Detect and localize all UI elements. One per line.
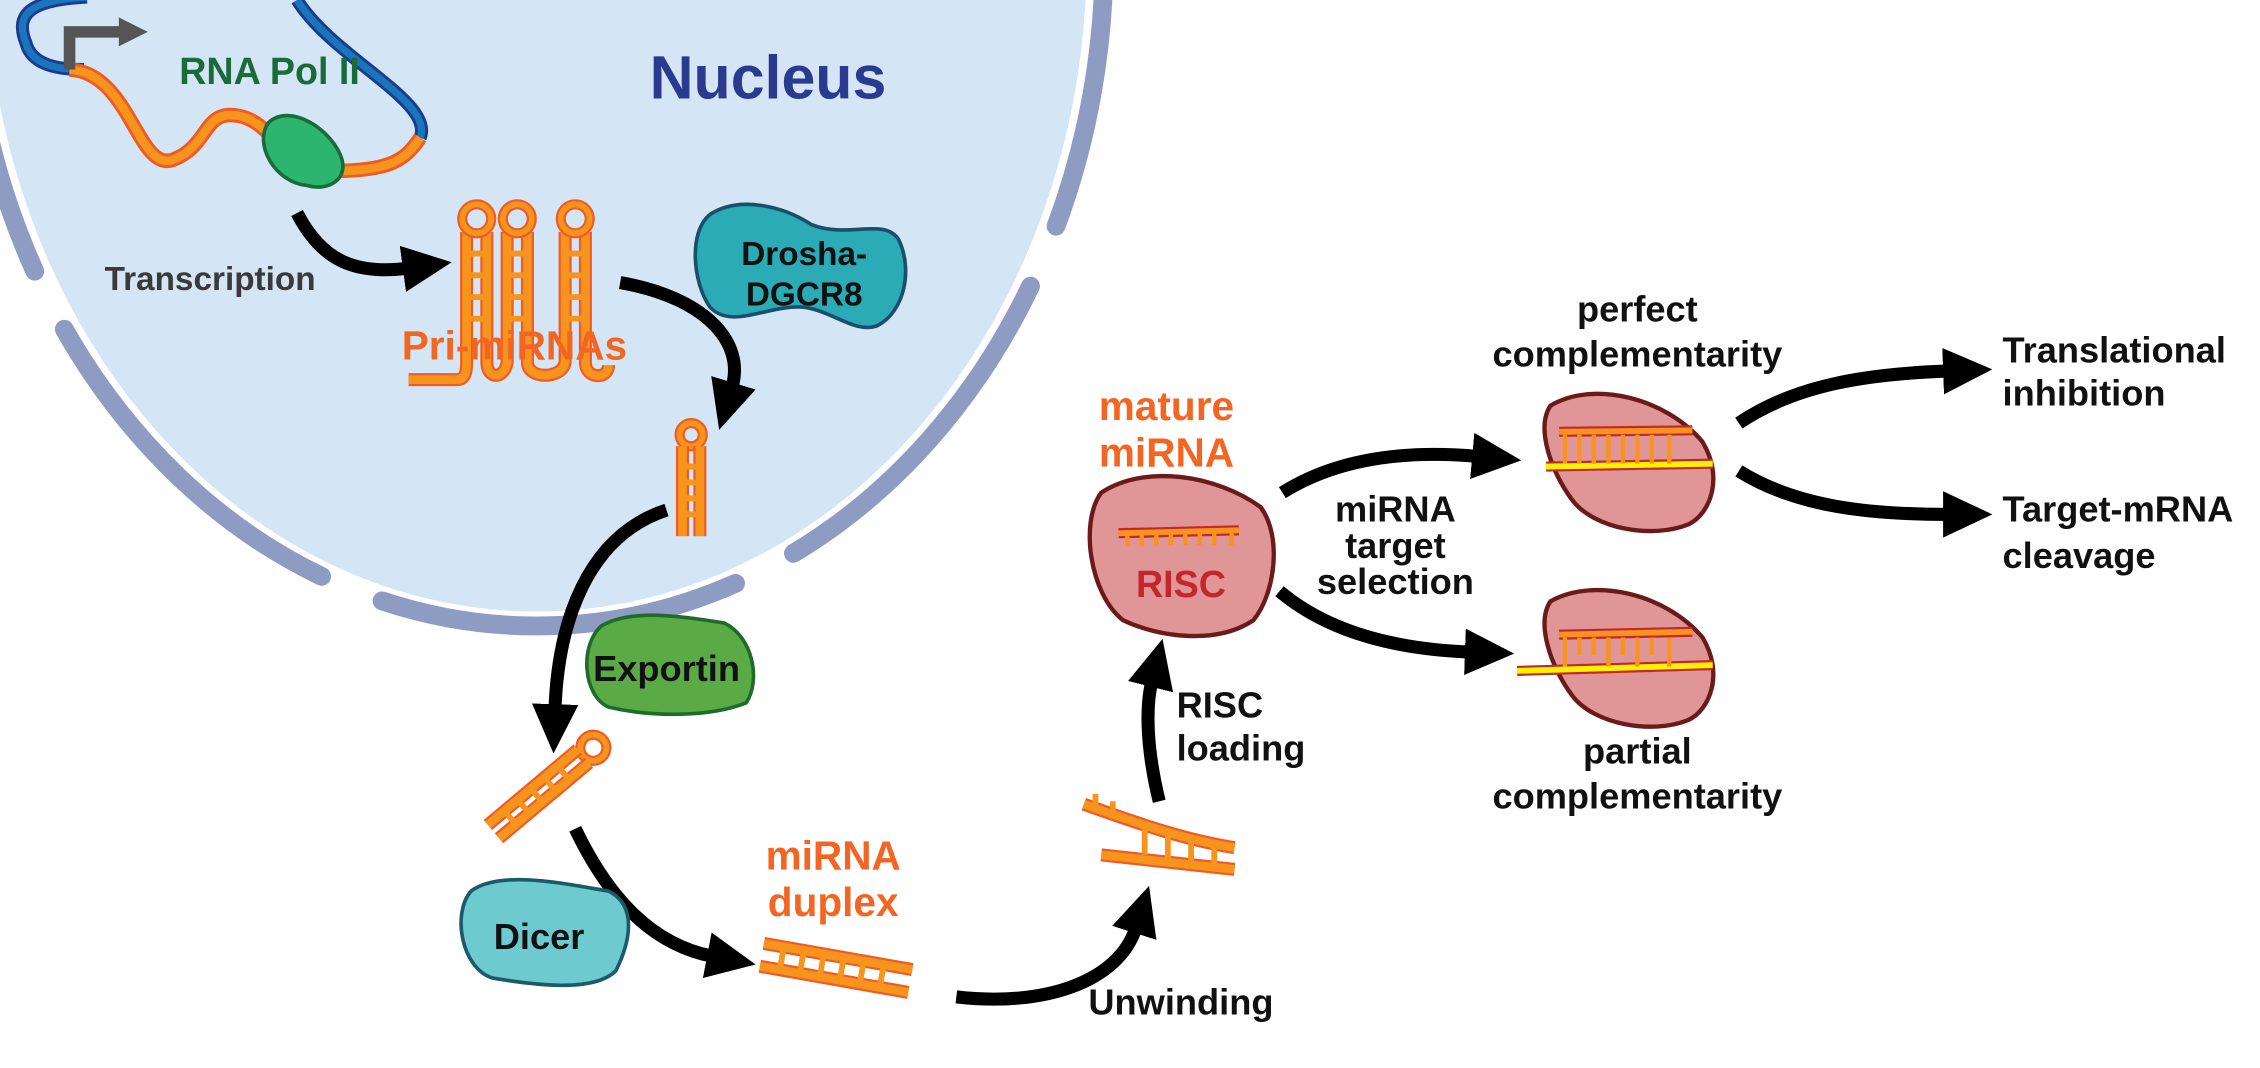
pri-mirna-hairpins — [408, 199, 616, 387]
cleavage-label-2: cleavage — [2003, 535, 2156, 576]
translational-inhibition-arrow — [1735, 347, 1993, 429]
unwinding-arrow — [955, 885, 1157, 1006]
risc-complex — [1087, 473, 1276, 639]
nuclear-membrane — [0, 0, 1113, 636]
target-selection-label-2: target — [1345, 525, 1446, 566]
nucleus: Nucleus — [0, 0, 1113, 636]
partial-duplex — [1516, 626, 1713, 676]
mature-mirna-label-2: miRNA — [1099, 430, 1234, 476]
mirna-duplex — [758, 937, 914, 999]
drosha-blob — [693, 202, 908, 330]
risc-loading-arrow — [1128, 638, 1174, 803]
target-selection-label-3: selection — [1317, 561, 1474, 602]
nucleus-label: Nucleus — [650, 44, 887, 112]
promoter-arrow-icon — [63, 26, 124, 70]
pre-mirna-hairpin — [674, 418, 708, 537]
partial-label-2: complementarity — [1492, 776, 1782, 817]
perfect-arrow — [1278, 432, 1522, 499]
mature-mirna-label-1: mature — [1099, 383, 1234, 429]
drosha-label-2: DGCR8 — [746, 277, 863, 314]
cleavage-label-1: Target-mRNA — [2003, 489, 2234, 530]
risc-label: RISC — [1136, 563, 1226, 605]
duplex-label-2: duplex — [768, 879, 899, 925]
partial-label-1: partial — [1583, 731, 1692, 772]
translational-label-1: Translational — [2003, 329, 2226, 370]
dicer-label: Dicer — [494, 916, 585, 957]
perfect-duplex — [1545, 425, 1713, 472]
pri-mirnas-label: Pri-miRNAs — [402, 322, 627, 368]
risc-loading-label-1: RISC — [1177, 684, 1264, 725]
unwound-mirna — [1081, 794, 1236, 876]
risc-partial-complex — [1542, 587, 1716, 729]
exportin-blob — [585, 613, 756, 717]
export-arrow — [531, 503, 669, 754]
risc-mirna-strand — [1118, 525, 1240, 547]
rna-pol-ii-blob — [261, 113, 345, 189]
dicer-arrow — [569, 826, 756, 979]
dna-strand — [15, 0, 429, 179]
dicer-blob — [459, 877, 631, 988]
perfect-label-2: complementarity — [1492, 334, 1782, 375]
exportin-label: Exportin — [593, 648, 740, 689]
rna-pol-ii-label: RNA Pol II — [179, 50, 360, 92]
target-selection-label-1: miRNA — [1335, 489, 1456, 530]
unwinding-label: Unwinding — [1088, 981, 1273, 1022]
transcription-label: Transcription — [105, 261, 316, 298]
cytoplasmic-pre-mirna — [483, 729, 612, 844]
drosha-label-1: Drosha- — [741, 236, 867, 273]
risc-loading-label-2: loading — [1177, 728, 1306, 769]
transcription-arrow — [291, 209, 452, 292]
cleavage-arrow — [1735, 465, 1993, 538]
partial-arrow — [1275, 586, 1515, 676]
drosha-processing-arrow — [619, 276, 756, 430]
duplex-label-1: miRNA — [766, 832, 901, 878]
translational-label-2: inhibition — [2003, 373, 2166, 414]
perfect-label-1: perfect — [1577, 289, 1698, 330]
